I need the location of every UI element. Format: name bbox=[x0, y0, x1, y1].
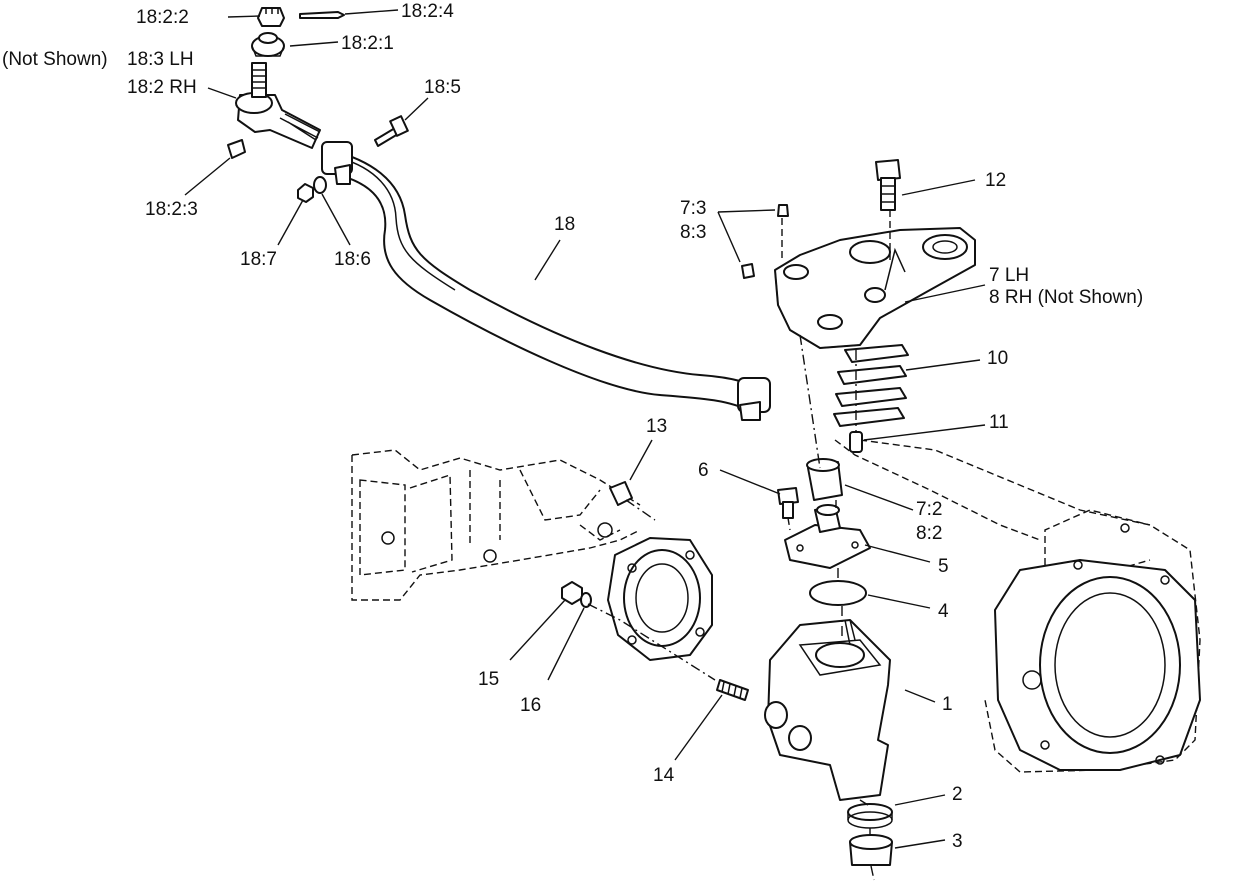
callout-12: 12 bbox=[985, 170, 1006, 191]
castle-nut bbox=[257, 7, 285, 27]
callout-8-2: 8:2 bbox=[916, 523, 942, 544]
plug bbox=[609, 481, 633, 506]
steering-arm-bolt bbox=[875, 159, 901, 211]
cap-bolt bbox=[777, 487, 799, 519]
axle-housing-left bbox=[351, 449, 641, 601]
callout-13: 13 bbox=[646, 416, 667, 437]
callout-8-rh: 8 RH (Not Shown) bbox=[989, 287, 1143, 308]
callout-14: 14 bbox=[653, 765, 675, 786]
clamp-bolt bbox=[374, 115, 409, 147]
cotter-pin bbox=[299, 11, 345, 19]
dowel-pin bbox=[849, 431, 863, 453]
axle-housing-right bbox=[834, 439, 1201, 773]
callout-not-shown: (Not Shown) bbox=[2, 49, 108, 70]
nut-and-washer bbox=[297, 176, 327, 203]
callout-1: 1 bbox=[942, 694, 953, 715]
kingpin-cap bbox=[784, 504, 871, 569]
center-lines bbox=[587, 210, 891, 881]
callout-11: 11 bbox=[989, 412, 1009, 433]
lower-bushing bbox=[849, 834, 893, 866]
o-ring bbox=[809, 580, 867, 606]
axle-flange bbox=[607, 537, 713, 661]
dust-boot bbox=[251, 32, 285, 57]
callouts: 18:2:2 18:2:4 18:2:1 (Not Shown) 18:3 LH… bbox=[2, 1, 1143, 852]
callout-4: 4 bbox=[938, 601, 949, 622]
callout-18-7: 18:7 bbox=[240, 249, 277, 270]
callout-18-2-4: 18:2:4 bbox=[401, 1, 454, 22]
callout-18-6: 18:6 bbox=[334, 249, 371, 270]
callout-18-3-lh: 18:3 LH bbox=[127, 49, 194, 70]
callout-5: 5 bbox=[938, 556, 949, 577]
callout-7-2: 7:2 bbox=[916, 499, 942, 520]
steering-knuckle bbox=[764, 619, 891, 801]
stud bbox=[716, 679, 749, 701]
callout-18-5: 18:5 bbox=[424, 77, 461, 98]
callout-10: 10 bbox=[987, 348, 1008, 369]
callout-18: 18 bbox=[554, 214, 575, 235]
callout-2: 2 bbox=[952, 784, 963, 805]
callout-18-2-2: 18:2:2 bbox=[136, 7, 189, 28]
tie-rod-end bbox=[227, 62, 321, 159]
callout-18-2-3: 18:2:3 bbox=[145, 199, 198, 220]
shim-stack bbox=[833, 344, 909, 427]
callout-3: 3 bbox=[952, 831, 963, 852]
callout-18-2-1: 18:2:1 bbox=[341, 33, 394, 54]
callout-15: 15 bbox=[478, 669, 499, 690]
grease-fitting bbox=[741, 204, 789, 279]
tie-rod-tube bbox=[321, 141, 771, 421]
callout-6: 6 bbox=[698, 460, 709, 481]
callout-7-lh: 7 LH bbox=[989, 265, 1029, 286]
callout-18-2-rh: 18:2 RH bbox=[127, 77, 197, 98]
callout-7-3: 7:3 bbox=[680, 198, 706, 219]
bearing-race bbox=[847, 803, 893, 829]
kingpin-bushing bbox=[806, 458, 843, 501]
steering-arm bbox=[774, 227, 976, 349]
callout-16: 16 bbox=[520, 695, 541, 716]
leader-lines bbox=[184, 9, 986, 849]
callout-8-3: 8:3 bbox=[680, 222, 706, 243]
